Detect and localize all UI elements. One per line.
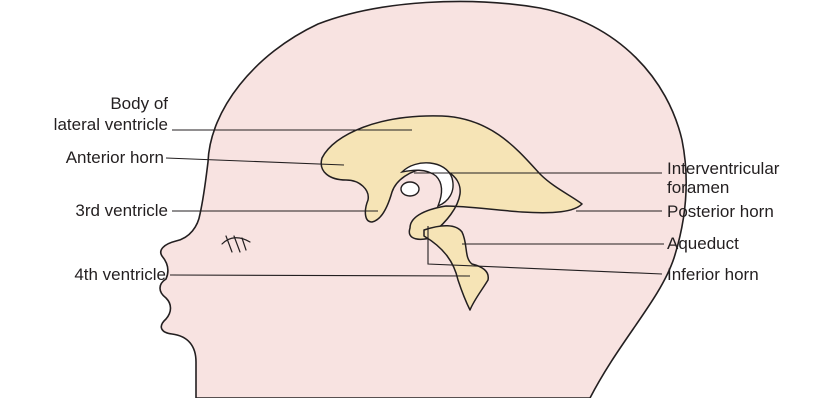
label-posterior-horn: Posterior horn — [667, 202, 774, 221]
label-inferior-horn: Inferior horn — [667, 265, 759, 284]
interventricular-foramen-hole — [401, 182, 419, 196]
label-fourth-ventricle: 4th ventricle — [74, 265, 166, 284]
label-aqueduct: Aqueduct — [667, 234, 739, 253]
label-body-of-line1: Body of — [110, 94, 168, 113]
label-lateral-ventricle-line2: lateral ventricle — [54, 115, 168, 134]
head-outline — [160, 1, 686, 398]
label-third-ventricle: 3rd ventricle — [75, 201, 168, 220]
label-foramen-line2: foramen — [667, 178, 729, 197]
label-anterior-horn: Anterior horn — [66, 148, 164, 167]
label-interventricular-line1: Interventricular — [667, 159, 780, 178]
